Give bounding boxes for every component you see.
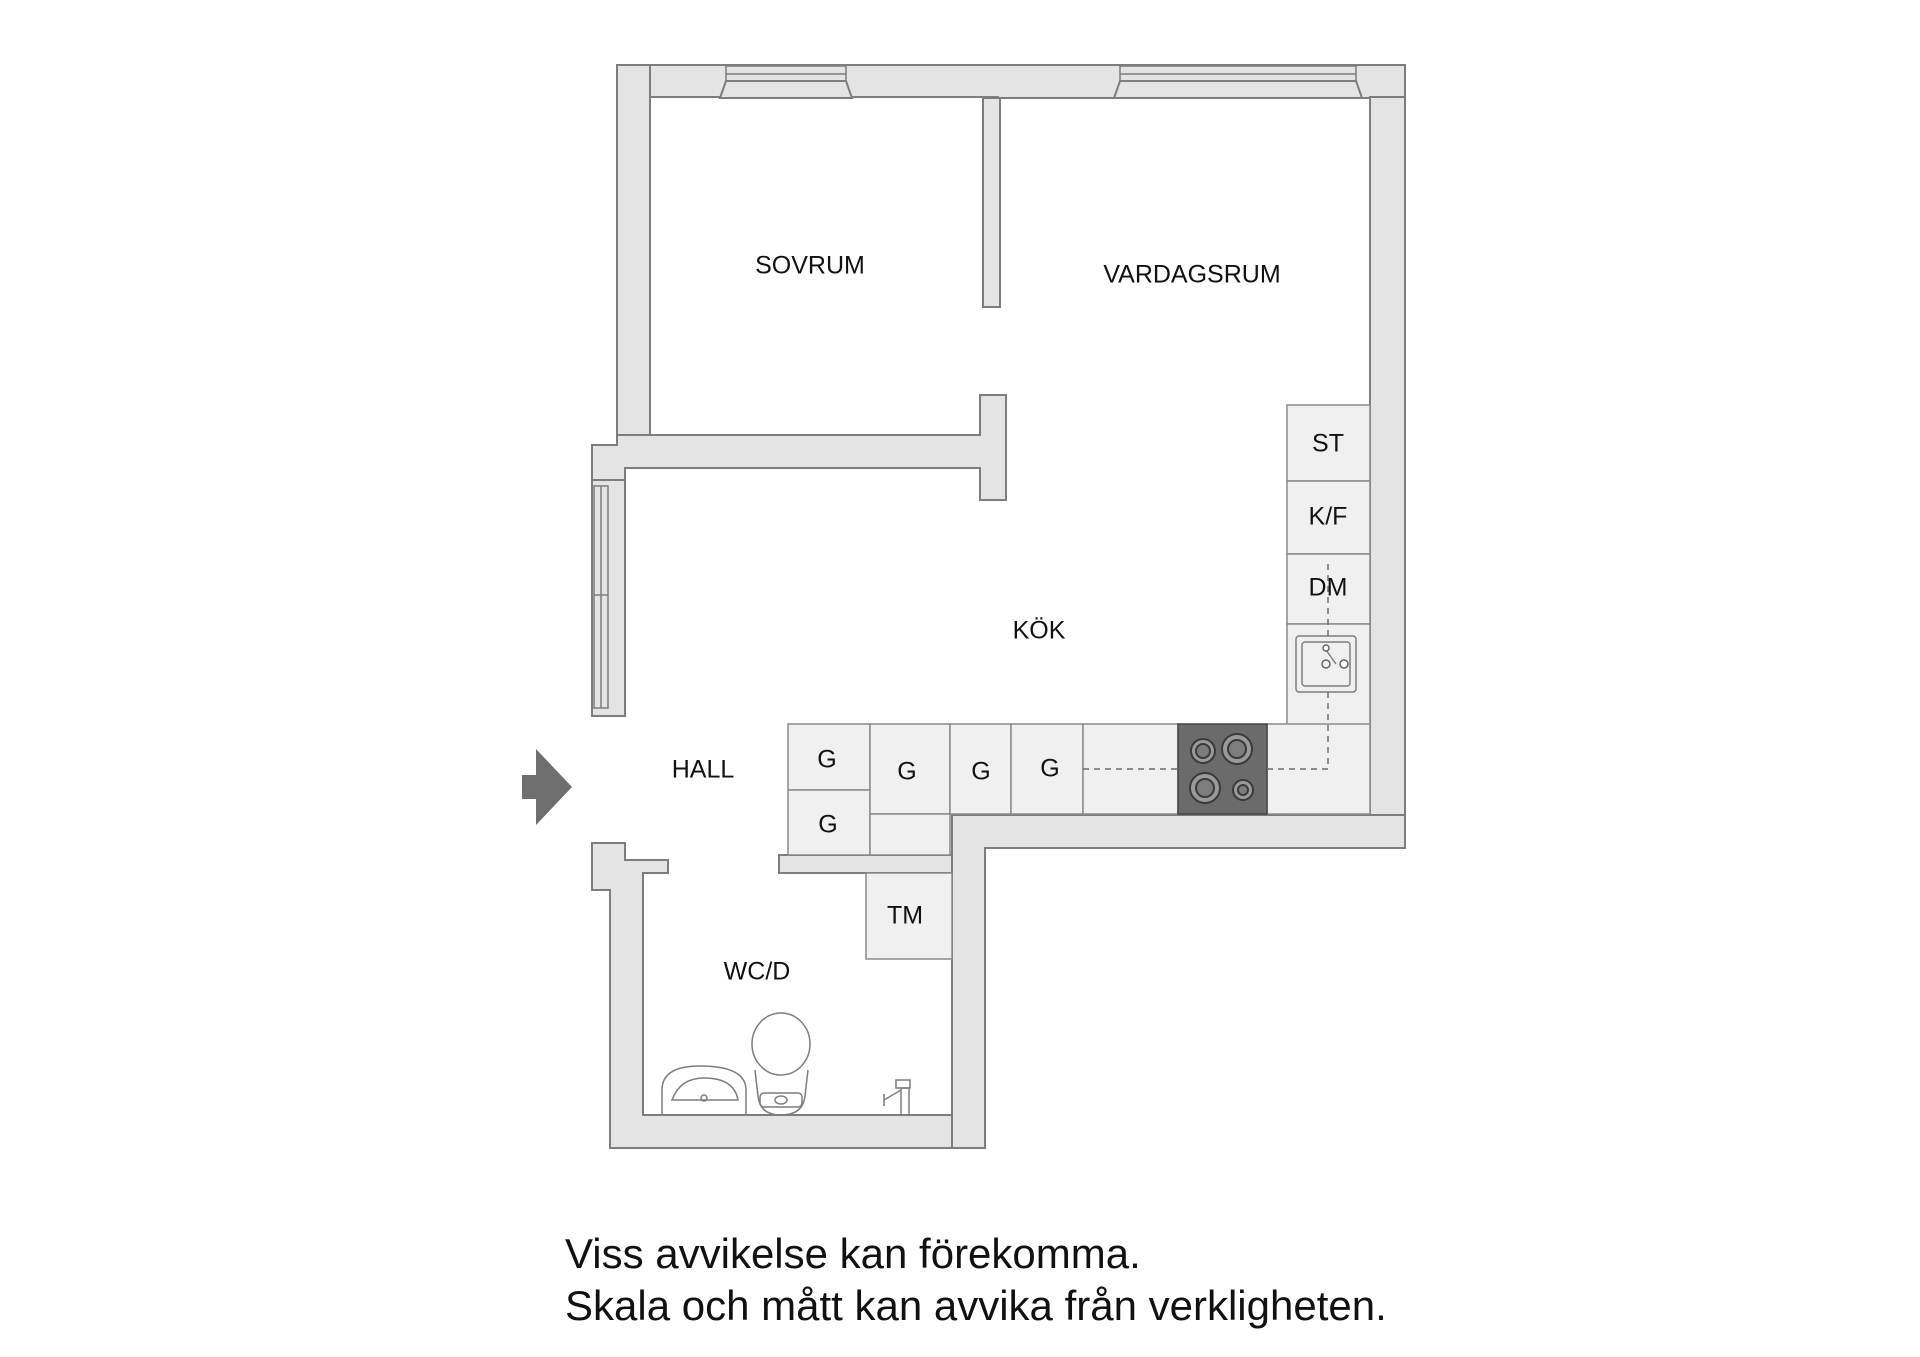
fixture-label-dm: DM [1309, 574, 1348, 602]
toilet [751, 1012, 811, 1116]
stove-burners [1189, 733, 1254, 804]
cabinet-g-4 [949, 723, 1012, 815]
wall-left-wc [591, 842, 953, 1149]
cabinet-tm [865, 872, 953, 960]
wall-kitchen-bottom [951, 814, 1406, 1149]
room-labels: SOVRUM VARDAGSRUM KÖK HALL WC/D [672, 252, 1281, 986]
shower-tap [883, 1079, 911, 1116]
kitchen-counter [787, 404, 1371, 856]
fixture-label-g: G [1040, 755, 1059, 783]
stove [1177, 723, 1268, 815]
disclaimer-line-1: Viss avvikelse kan förekomma. [565, 1230, 1141, 1277]
wall-partition [982, 97, 1001, 308]
fixture-label-kf: K/F [1309, 503, 1348, 531]
kitchen-sink [1295, 635, 1357, 693]
fixture-label-g: G [817, 746, 836, 774]
wall-left-bedroom [616, 64, 651, 436]
fixture-label-tm: TM [887, 902, 923, 930]
cabinet-g-2 [787, 789, 871, 856]
walls [591, 64, 1406, 1149]
cabinet-kf [1286, 480, 1371, 555]
fixture-label-g: G [971, 758, 990, 786]
cabinet-corner [1266, 723, 1371, 815]
fixture-label-st: ST [1312, 430, 1344, 458]
room-label-hall: HALL [672, 756, 735, 784]
wc-fixtures [661, 1012, 911, 1116]
disclaimer-line-2: Skala och mått kan avvika från verklighe… [565, 1282, 1387, 1329]
cabinet-g-5 [1010, 723, 1084, 815]
entrance-arrow-icon [522, 749, 572, 825]
wall-hall-wc [778, 854, 953, 874]
window-living-sill [1112, 80, 1364, 99]
cabinet-g-1 [787, 723, 871, 791]
fixture-label-g: G [818, 811, 837, 839]
room-label-sovrum: SOVRUM [755, 252, 865, 280]
room-label-kok: KÖK [1013, 617, 1066, 645]
wall-right [1369, 96, 1406, 849]
room-label-wcd: WC/D [724, 958, 791, 986]
fixture-label-g: G [897, 758, 916, 786]
cabinet-st [1286, 404, 1371, 482]
washbasin [661, 1065, 747, 1115]
window-bedroom-sill [718, 80, 854, 99]
room-label-vardagsrum: VARDAGSRUM [1103, 261, 1280, 289]
windows [593, 65, 1364, 709]
fixture-labels: ST K/F DM G G G G G TM [817, 430, 1347, 930]
cabinet-under [869, 813, 951, 856]
wall-bedroom-bottom [591, 394, 1007, 501]
